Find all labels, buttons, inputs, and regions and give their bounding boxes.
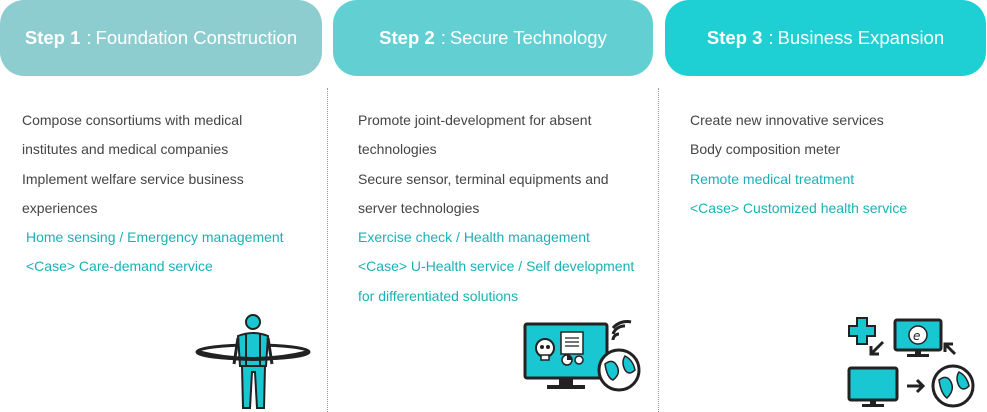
step-1-accent-line: Home sensing / Emergency management [26,229,284,246]
step-1-line: Compose consortiums with medical [22,112,243,128]
network-monitors-globe-icon: e [847,317,975,408]
hula-hoop-person-icon [195,314,311,409]
step-1-title: Foundation Construction [95,27,298,48]
step-3-number: Step 3 [706,27,763,48]
step-2-number: Step 2 [379,27,435,48]
step-2-header: Step 2 : Secure Technology [333,0,653,76]
step-2-accent-line: <Case> U-Health service / Self developme… [358,258,635,275]
step-2-title: Secure Technology [449,27,607,48]
step-3-accent-line: <Case> Customized health service [690,199,908,216]
step-2-line: Secure sensor, terminal equipments and [358,170,609,187]
step-1-line: institutes and medical companies [22,141,229,158]
monitor-globe-wireless-icon [523,320,641,392]
step-2-line: server technologies [358,199,480,216]
step-3-line: Body composition meter [690,141,841,158]
step-3-title: Business Expansion [777,27,945,48]
column-divider-1 [327,88,328,412]
step-3-separator: : [768,27,774,48]
step-2-body: Promote joint-development for absent tec… [358,106,649,311]
svg-text:e: e [913,329,920,343]
step-1-line: Implement welfare service business [22,170,244,187]
step-2-accent-line: for differentiated solutions [358,287,519,304]
step-1-body: Compose consortiums with medical institu… [22,106,318,282]
step-1-number: Step 1 [24,27,81,48]
step-1-header: Step 1 : Foundation Construction [0,0,322,76]
step-3-accent-line: Remote medical treatment [690,170,855,187]
step-1-line: experiences [22,199,98,216]
step-3-header: Step 3 : Business Expansion [665,0,986,76]
step-3-body: Create new innovative services Body comp… [690,106,982,223]
step-2-separator: : [440,27,446,48]
step-2-line: Promote joint-development for absent [358,112,592,128]
step-2-accent-line: Exercise check / Health management [358,229,590,246]
column-divider-2 [658,88,659,412]
step-1-accent-line: <Case> Care-demand service [26,258,213,275]
step-1-separator: : [86,27,92,48]
step-3-line: Create new innovative services [690,112,884,128]
step-2-line: technologies [358,141,437,158]
